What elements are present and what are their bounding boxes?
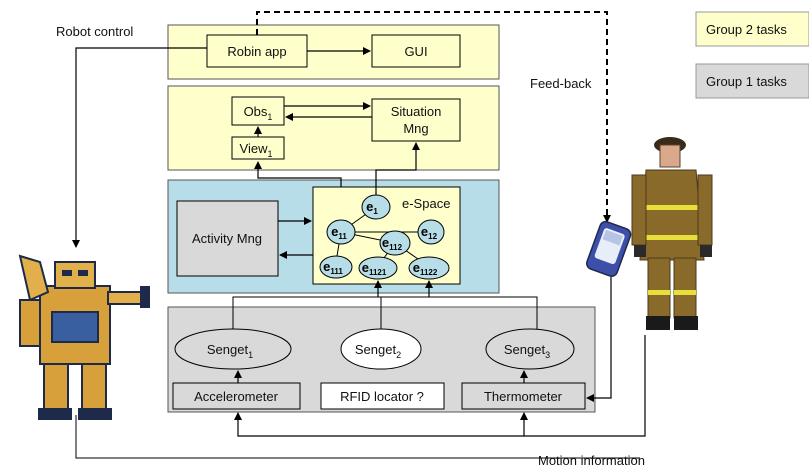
feedback-label: Feed-back [530,76,592,91]
robot-control-label: Robot control [56,24,133,39]
node-e111-label: e111 [323,259,343,276]
rfid-label: RFID locator ? [340,389,424,404]
activity-mng-box [176,200,279,277]
motion-information-label: Motion information [538,453,645,468]
node-e11-label: e11 [331,224,347,241]
node-e112 [379,230,411,256]
legend-group2-label: Group 2 tasks [706,22,787,37]
senget3-label: Senget3 [504,342,550,360]
robin-app-label: Robin app [227,44,286,59]
thermometer-box [461,382,586,410]
view-label: View1 [240,141,273,159]
senget2-label: Senget2 [355,342,401,360]
device-to-thermometer-arrow [586,277,612,402]
senget1-label: Senget1 [207,342,253,360]
node-e112-label: e112 [382,235,403,252]
node-e1121-label: e1121 [362,260,387,277]
legend-group1-swatch [695,63,809,99]
accelerometer-label: Accelerometer [194,389,278,404]
node-e12-label: e12 [421,224,438,241]
situation-mng-label-2: Mng [403,121,428,136]
robot-control-arrow [72,47,207,248]
node-e1121 [358,256,398,280]
node-e1122-label: e1122 [413,260,438,277]
rfid-box [320,382,445,410]
motion-to-accelerometer-arrow [234,412,524,437]
obs-label: Obs1 [244,104,273,122]
sengets-to-espace-lines [232,296,538,329]
gui-label: GUI [404,44,427,59]
robot-icon [18,254,150,420]
legend-group2-swatch [695,11,809,47]
node-e1-label: e1 [366,199,378,216]
activity-mng-label: Activity Mng [192,231,262,246]
situation-mng-label-1: Situation [391,104,442,119]
thermometer-label: Thermometer [484,389,563,404]
firefighter-motion-line [520,335,646,437]
obs-box [231,96,285,126]
gui-box [371,34,461,68]
node-e111 [319,255,353,279]
legend-group1-label: Group 1 tasks [706,74,787,89]
node-e1122 [408,256,450,280]
senget3-ellipse [485,328,575,370]
motion-info-lines [75,415,640,459]
robin-app-box [206,34,308,68]
handheld-device-icon [586,220,632,277]
espace-title: e-Space [402,196,450,211]
node-e11 [326,219,356,245]
situation-mng-box [371,98,461,142]
espace-to-view-arrow [254,161,342,187]
feedback-dashed-arrow [256,11,611,223]
node-e12 [417,219,445,245]
firefighter-icon [631,137,713,330]
accelerometer-box [172,382,301,410]
espace-to-situation-arrow [375,142,420,195]
